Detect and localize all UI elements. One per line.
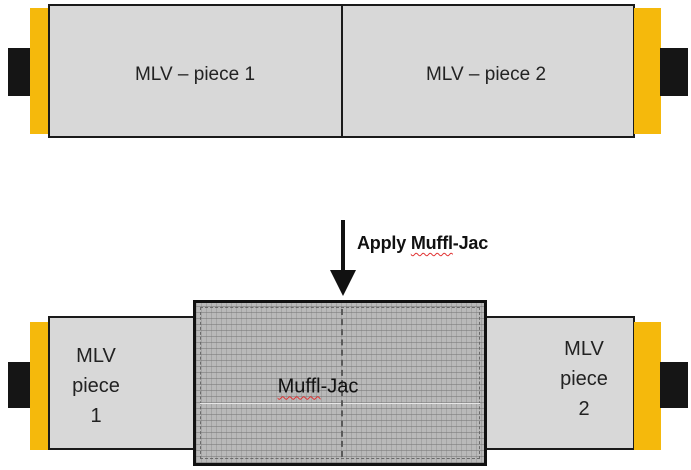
down-arrow-icon: [330, 220, 356, 296]
piece-2-line-1: MLV: [564, 338, 604, 360]
top-assembly: MLV – piece 1 MLV – piece 2: [0, 0, 691, 150]
bottom-right-end-cap-knob: [660, 362, 688, 408]
jacket-suffix: -Jac: [320, 375, 359, 398]
bottom-right-end-cap: [634, 322, 661, 450]
top-mlv-piece-2-label: MLV – piece 2: [425, 64, 547, 85]
piece-1-line-1: MLV: [76, 345, 116, 367]
muffl-jac-jacket: Muffl-Jac: [193, 300, 487, 466]
apply-step-label: Apply Muffl-Jac: [357, 233, 488, 254]
top-seam-line: [341, 6, 343, 136]
top-left-end-cap-knob: [8, 48, 32, 96]
top-right-end-cap-knob: [660, 48, 688, 96]
top-right-end-cap: [634, 8, 661, 134]
jacket-label: Muffl-Jac: [278, 376, 359, 399]
bottom-mlv-piece-2-label: MLV piece 2: [560, 334, 608, 424]
jacket-seam-horizontal: [200, 403, 480, 404]
bottom-mlv-piece-1-label: MLV piece 1: [72, 341, 120, 431]
jacket-inner-border: [200, 307, 480, 459]
jacket-seam-vertical: [341, 309, 343, 457]
bottom-left-end-cap-knob: [8, 362, 32, 408]
apply-prefix: Apply: [357, 233, 411, 253]
bottom-assembly: MLV piece 1 MLV piece 2 Muffl-Jac: [0, 296, 691, 470]
piece-2-line-2: piece: [560, 368, 608, 390]
piece-2-line-3: 2: [578, 398, 590, 420]
apply-suffix: -Jac: [452, 233, 489, 253]
apply-product-name: Muffl: [410, 233, 453, 253]
top-mlv-piece-1-label: MLV – piece 1: [134, 64, 256, 85]
piece-1-line-2: piece: [72, 375, 120, 397]
bottom-left-end-cap: [30, 322, 50, 450]
piece-1-line-3: 1: [90, 405, 102, 427]
top-left-end-cap: [30, 8, 50, 134]
jacket-product-name: Muffl: [277, 375, 321, 398]
